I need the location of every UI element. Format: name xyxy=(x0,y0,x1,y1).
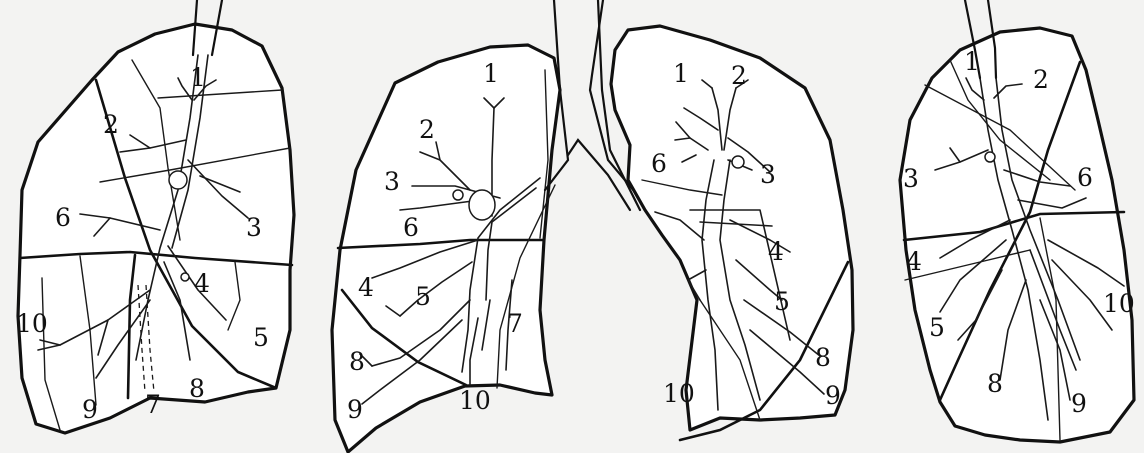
lung-view-1: 1 2 3 4 5 6 7 8 9 10 xyxy=(16,0,294,433)
segment-number: 8 xyxy=(987,369,1003,398)
segment-number: 9 xyxy=(1071,389,1087,418)
segment-number: 6 xyxy=(1077,163,1093,192)
segment-number: 10 xyxy=(663,379,695,408)
segment-number: 6 xyxy=(55,203,71,232)
segment-number: 3 xyxy=(903,164,919,193)
lung-view-3: 1 2 3 4 5 6 8 9 10 xyxy=(598,0,853,440)
segment-number: 4 xyxy=(194,269,210,298)
segment-number: 4 xyxy=(768,237,784,266)
bronchus-node xyxy=(181,273,189,281)
segment-number: 2 xyxy=(731,61,747,90)
segment-number: 8 xyxy=(189,374,205,403)
lung-view-2: 1 2 3 4 5 6 7 8 9 10 xyxy=(332,0,650,452)
segment-number: 6 xyxy=(403,213,419,242)
segment-number: 2 xyxy=(103,110,119,139)
segment-number: 6 xyxy=(651,149,667,178)
segment-number: 1 xyxy=(483,59,499,88)
segment-number: 1 xyxy=(964,47,980,76)
segment-number: 5 xyxy=(253,323,269,352)
lung-outline xyxy=(332,45,560,452)
segment-number: 2 xyxy=(1033,65,1049,94)
segment-number: 8 xyxy=(815,343,831,372)
segment-number: 10 xyxy=(16,309,48,338)
bronchus-node xyxy=(732,156,744,168)
segment-number: 1 xyxy=(190,63,206,92)
segment-number: 10 xyxy=(1103,289,1135,318)
segment-number: 7 xyxy=(145,390,161,419)
segment-number: 9 xyxy=(82,395,98,424)
segment-number: 4 xyxy=(906,247,922,276)
lung-view-4: 1 2 3 4 5 6 8 9 10 xyxy=(900,0,1135,442)
segment-number: 9 xyxy=(347,395,363,424)
segment-number: 2 xyxy=(419,115,435,144)
segment-number: 1 xyxy=(673,59,689,88)
segment-number: 8 xyxy=(349,347,365,376)
bronchus-node xyxy=(469,190,495,220)
bronchus-node xyxy=(169,171,187,189)
segment-number: 3 xyxy=(760,160,776,189)
segment-number: 7 xyxy=(507,309,523,338)
bronchus-node xyxy=(985,152,995,162)
segment-number: 3 xyxy=(246,213,262,242)
segment-number: 4 xyxy=(358,273,374,302)
segment-number: 9 xyxy=(825,381,841,410)
bronchus-node xyxy=(453,190,463,200)
segment-number: 10 xyxy=(459,386,491,415)
segment-number: 3 xyxy=(384,167,400,196)
segment-number: 5 xyxy=(415,282,431,311)
segment-number: 5 xyxy=(774,287,790,316)
segment-number: 5 xyxy=(929,313,945,342)
